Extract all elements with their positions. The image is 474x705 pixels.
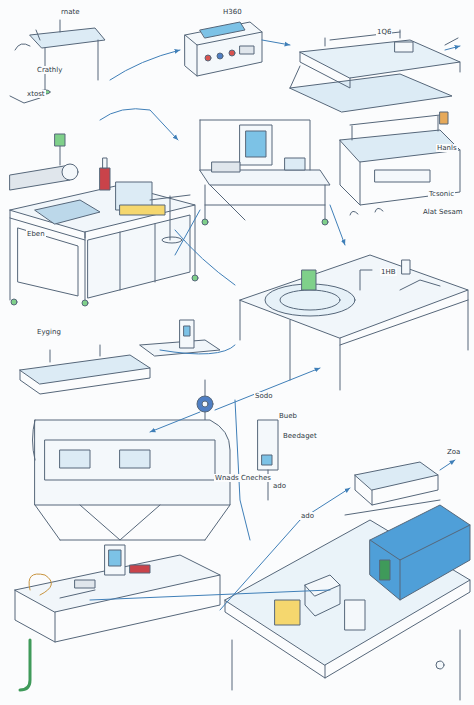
part-label: Wnads Cneches [214,474,272,482]
part-label: Hanls [436,144,458,152]
bench-sketch [200,120,330,225]
part-label: rnate [60,8,81,16]
part-label: 1HB [380,268,397,276]
part-label: Beedaget [282,432,318,440]
part-label: xtost [26,90,46,98]
part-label: Eben [26,230,46,238]
plate-sketch [20,320,220,394]
part-label: H360 [222,8,243,16]
bottom-bench-sketch [15,545,220,690]
part-label: Zoa [446,448,461,456]
tank-platform-sketch [225,505,470,700]
part-label: Crathly [36,66,63,74]
cabinet-sketch [33,420,231,540]
part-label: ado [272,482,287,490]
part-label: Alat Sesam [422,208,464,216]
stand-sketch [10,20,105,103]
table-sketch [240,255,468,390]
machine-sketch [340,112,460,215]
tray-assembly-sketch [290,30,460,112]
part-label: ado [300,512,315,520]
part-label: 1Q6 [376,28,392,36]
control-unit-sketch [185,22,262,76]
part-label: Eyging [36,328,62,336]
flow-arrows [90,40,460,610]
lab-desk-sketch [10,134,198,306]
small-device-sketch [345,462,440,515]
part-label: Bueb [278,412,298,420]
part-label: Tcsonic [428,190,455,198]
part-label: Sodo [254,392,273,400]
